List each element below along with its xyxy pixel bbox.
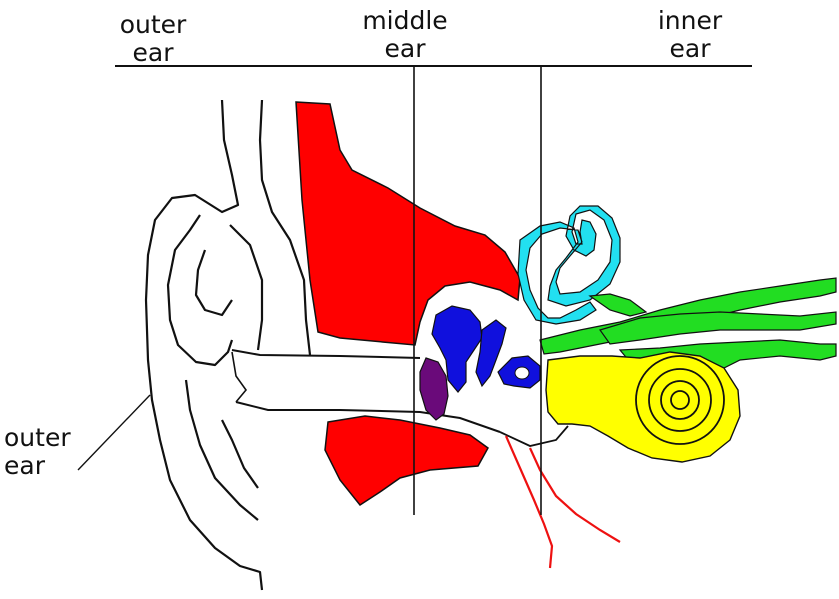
outer-ear-side-label: outer ear [4, 424, 76, 480]
cochlea [546, 352, 740, 462]
stapes-footplate-hole [515, 367, 529, 379]
outer-ear-side-label-line2: ear [4, 452, 76, 480]
outer-ear-top-label-line2: ear [108, 39, 198, 67]
outer-ear-top-label: outer ear [108, 11, 198, 67]
inner-ear-top-label-line1: inner [640, 7, 740, 35]
inner-ear-top-label-line2: ear [640, 35, 740, 63]
inner-ear-top-label: inner ear [640, 7, 740, 63]
outer-ear-leader-line [78, 395, 150, 470]
blood-vessels [506, 436, 620, 568]
outer-ear-top-label-line1: outer [108, 11, 198, 39]
temporal-bone-upper [296, 102, 520, 345]
pinna-outline [146, 100, 310, 590]
middle-ear-top-label: middle ear [340, 7, 470, 63]
eardrum [420, 358, 448, 420]
ossicles [432, 306, 540, 392]
outer-ear-side-label-line1: outer [4, 424, 76, 452]
temporal-bone-lower [325, 416, 488, 505]
middle-ear-top-label-line2: ear [340, 35, 470, 63]
middle-ear-top-label-line1: middle [340, 7, 470, 35]
